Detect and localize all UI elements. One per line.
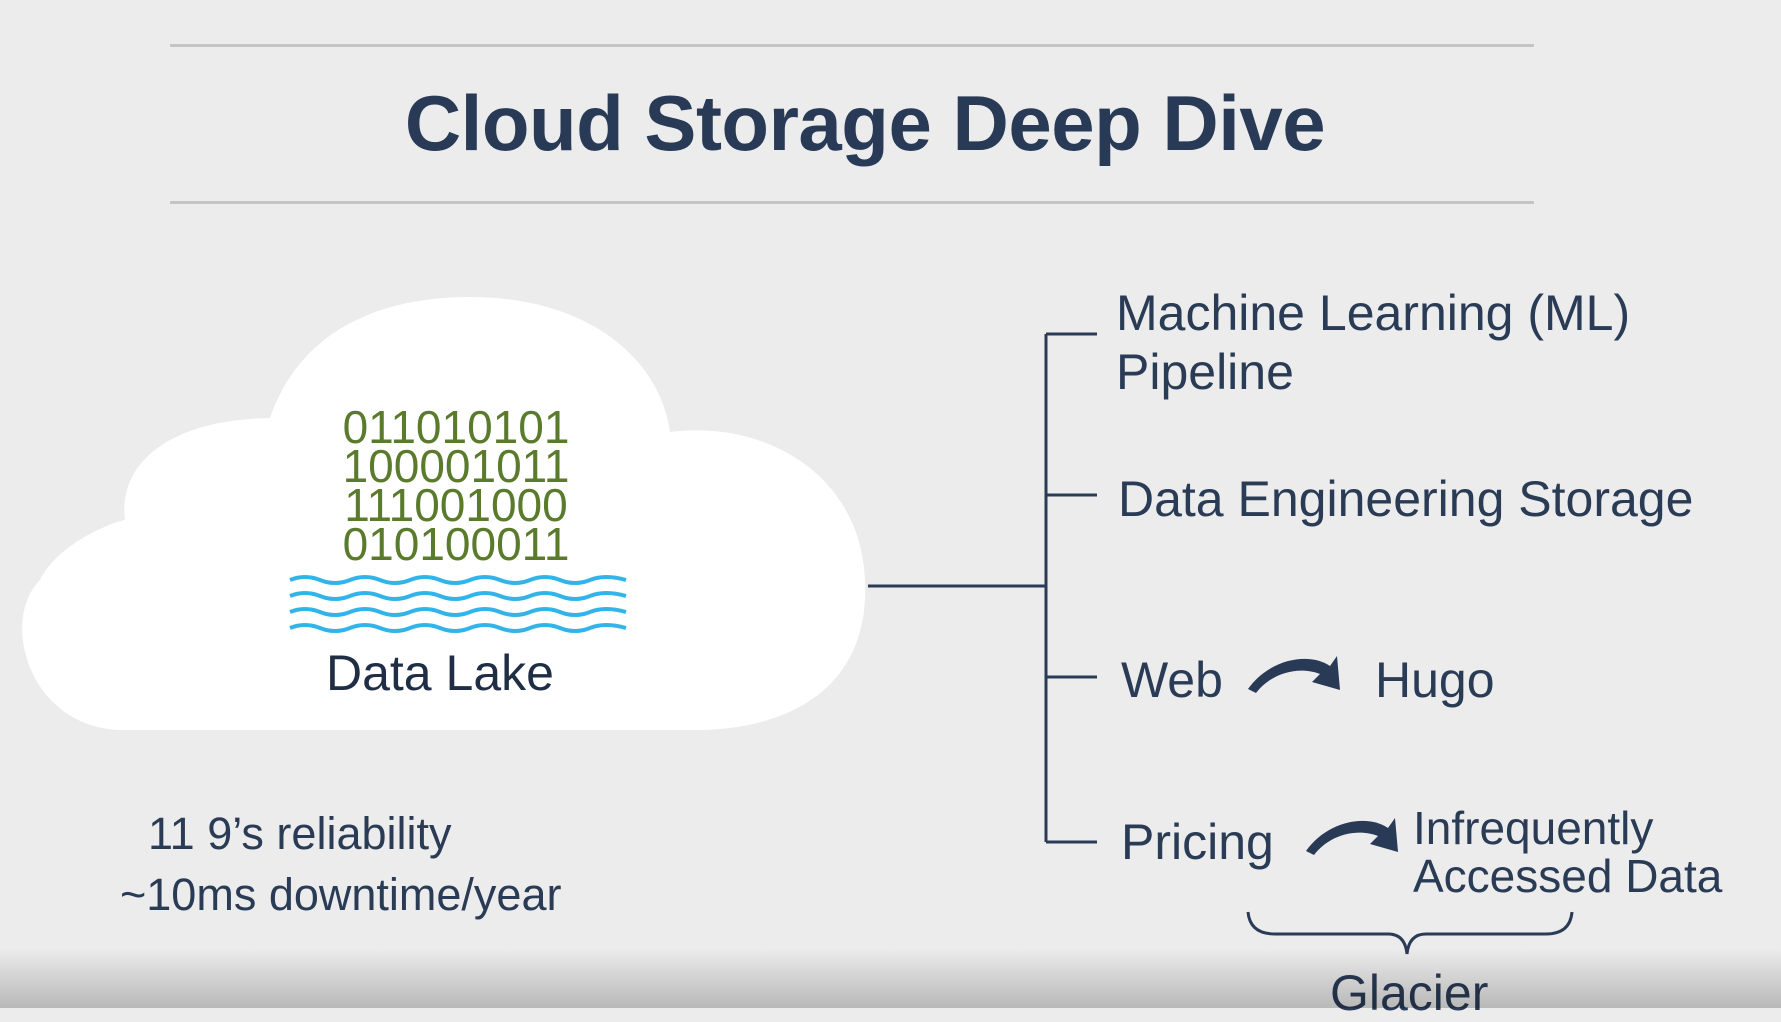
infrequent-access-label-line1: Infrequently bbox=[1413, 802, 1654, 854]
infrequent-access-label-line2: Accessed Data bbox=[1413, 850, 1723, 902]
data-engineering-storage-label: Data Engineering Storage bbox=[1118, 471, 1694, 527]
downtime-stat: ~10ms downtime/year bbox=[120, 869, 562, 920]
curly-brace-icon bbox=[1246, 911, 1574, 955]
curved-arrow-icon bbox=[1306, 818, 1398, 855]
curved-arrow-icon bbox=[1248, 656, 1340, 693]
hugo-label: Hugo bbox=[1375, 652, 1495, 708]
binary-row: 010100011 bbox=[342, 518, 570, 570]
pricing-label: Pricing bbox=[1121, 814, 1274, 870]
data-lake-label: Data Lake bbox=[326, 645, 554, 701]
web-label: Web bbox=[1121, 652, 1223, 708]
binary-row: 011010101 bbox=[342, 401, 570, 453]
top-divider bbox=[170, 44, 1534, 47]
bottom-shadow bbox=[0, 948, 1781, 1008]
title-divider bbox=[170, 201, 1534, 204]
slide-title: Cloud Storage Deep Dive bbox=[404, 79, 1326, 167]
branch-connector-lines bbox=[868, 332, 1097, 844]
binary-row: 100001011 bbox=[342, 440, 570, 492]
binary-row: 111001000 bbox=[344, 479, 568, 531]
ml-pipeline-label-line1: Machine Learning (ML) bbox=[1116, 285, 1631, 341]
reliability-stat: 11 9’s reliability bbox=[148, 808, 452, 859]
binary-data-block: 011010101 100001011 111001000 010100011 bbox=[336, 401, 576, 570]
water-waves-icon bbox=[289, 575, 627, 633]
cloud-icon bbox=[22, 297, 866, 730]
ml-pipeline-label-line2: Pipeline bbox=[1116, 344, 1294, 400]
